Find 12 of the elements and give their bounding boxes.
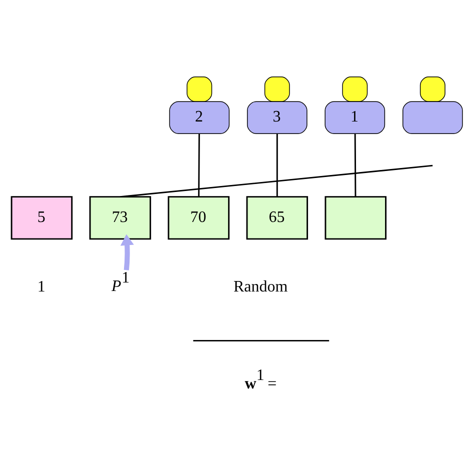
- arrow: [120, 234, 134, 270]
- node-box: [324, 196, 387, 240]
- node-box: 5: [10, 196, 73, 240]
- connector: [354, 133, 356, 196]
- node-box: 70: [168, 196, 230, 240]
- node-box: 65: [246, 196, 308, 240]
- label: Random: [234, 278, 288, 296]
- connector: [198, 133, 200, 196]
- node-box: 73: [89, 196, 152, 240]
- label: 1: [37, 278, 46, 296]
- connector: [276, 133, 278, 196]
- connector: [120, 164, 433, 198]
